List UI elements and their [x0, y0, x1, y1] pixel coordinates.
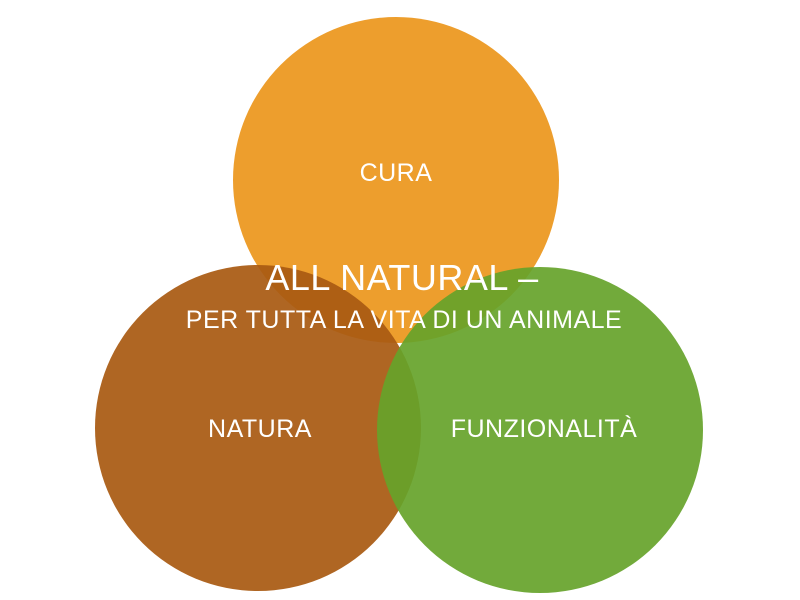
- circle-label-cura: CURA: [360, 159, 433, 187]
- circle-cura: [233, 17, 559, 343]
- center-title: ALL NATURAL –: [265, 257, 538, 298]
- circle-natura: [95, 265, 421, 591]
- circle-label-natura: NATURA: [208, 415, 312, 443]
- circle-funzionalita: [377, 267, 703, 593]
- circle-label-funzionalita: FUNZIONALITÀ: [451, 414, 638, 443]
- center-subtitle: PER TUTTA LA VITA DI UN ANIMALE: [186, 306, 622, 334]
